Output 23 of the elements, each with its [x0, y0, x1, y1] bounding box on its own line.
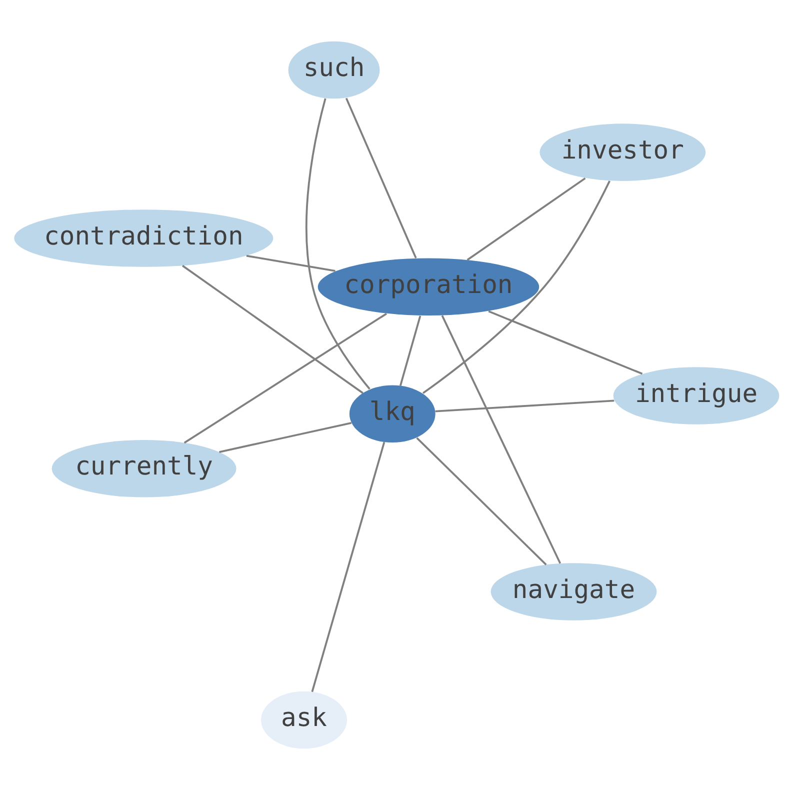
connector [488, 310, 643, 375]
node-ellipse: currently [52, 440, 236, 498]
node-ellipse: contradiction [14, 210, 274, 267]
node-ellipse: navigate [490, 563, 657, 620]
connector [246, 254, 336, 272]
connector [416, 437, 547, 566]
connector [441, 315, 562, 564]
connector [182, 264, 364, 394]
connector [219, 422, 352, 453]
node-ellipse: lkq [349, 385, 436, 443]
connector [422, 180, 610, 394]
node-ellipse: corporation [318, 258, 540, 316]
connector [311, 442, 386, 692]
connector [435, 400, 614, 412]
node-ellipse: investor [540, 124, 706, 181]
connector [399, 316, 422, 386]
connector [184, 312, 388, 444]
node-ellipse: such [288, 41, 380, 99]
connector [306, 98, 370, 390]
connector [345, 98, 417, 258]
node-ellipse: intrigue [613, 367, 780, 424]
connector [466, 177, 586, 261]
node-ellipse: ask [261, 691, 347, 749]
